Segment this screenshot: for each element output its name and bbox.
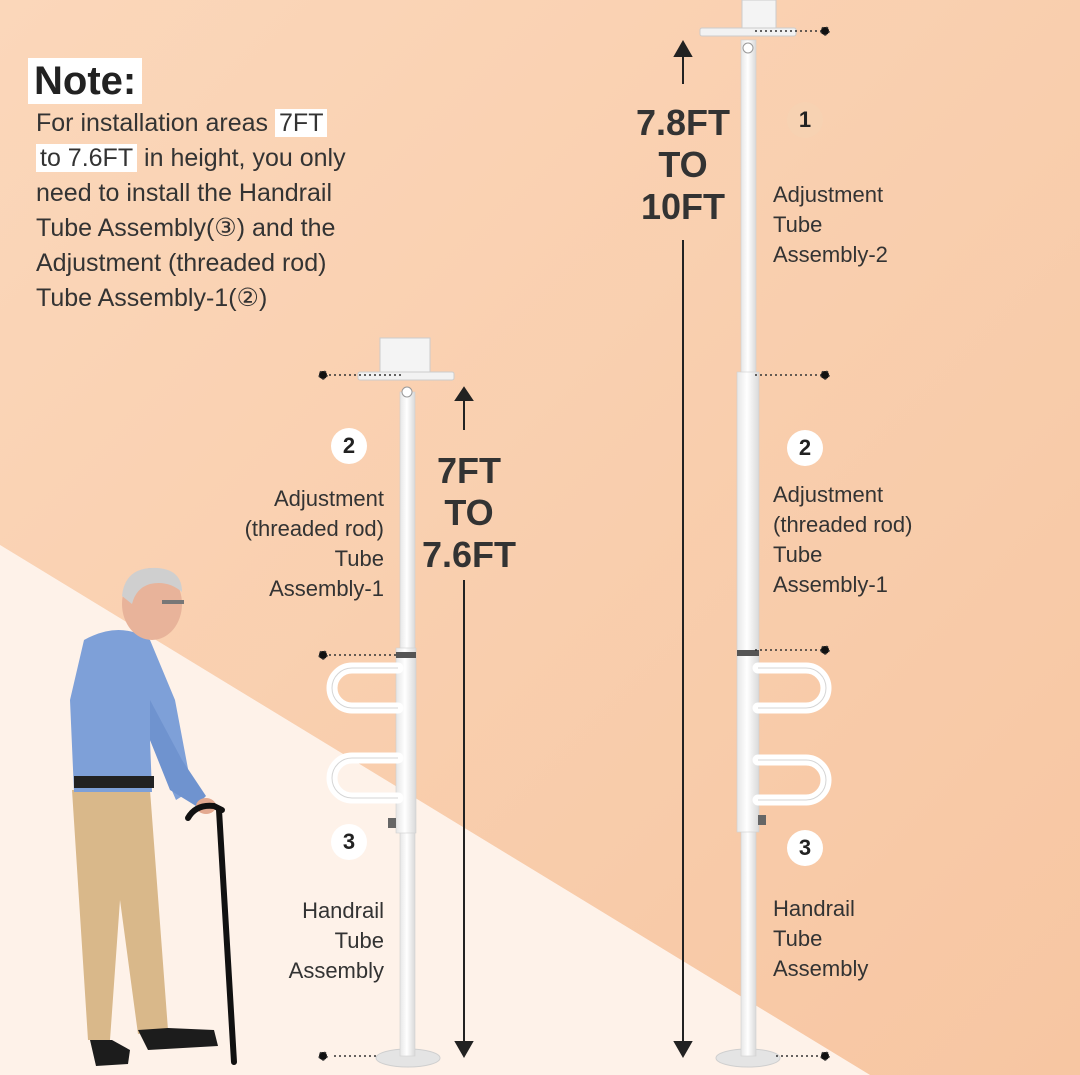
note-line3: need to install the Handrail [36,179,333,207]
right-part3-label: Handrail Tube Assembly [773,896,869,981]
height-arrows [454,39,693,1059]
right-part1-number: 1 [787,102,823,138]
right-part2-number: 2 [787,430,823,466]
left-pole [326,337,455,1068]
leader-lines [318,26,830,1061]
elderly-man-figure [70,567,237,1066]
note-text: For installation areas 7FT to 7.6FT in h… [36,106,396,316]
note-highlight-7ft: 7FT [275,109,328,137]
note-line4: Tube Assembly(③) and the [36,214,336,242]
note-title: Note: [28,58,143,104]
right-part2-label: Adjustment (threaded rod) Tube Assembly-… [773,482,913,597]
note-line5: Adjustment (threaded rod) [36,249,327,277]
note-line6: Tube Assembly-1(②) [36,284,268,312]
background-band-light [0,545,870,1075]
left-part2-label: Adjustment (threaded rod) Tube Assembly-… [244,486,384,601]
left-height-range: 7FT TO 7.6FT [421,450,517,575]
left-part2-number: 2 [331,428,367,464]
note-line1-pre: For installation areas [36,109,276,137]
left-part3-number: 3 [331,824,367,860]
right-part1-label: Adjustment Tube Assembly-2 [773,182,888,267]
right-part3-number: 3 [787,830,823,866]
note-line2-post: in height, you only [137,144,346,172]
right-height-range: 7.8FT TO 10FT [635,102,731,227]
right-pole [699,0,832,1068]
left-part3-label: Handrail Tube Assembly [288,898,384,983]
note-highlight-7-6ft: to 7.6FT [36,144,138,172]
